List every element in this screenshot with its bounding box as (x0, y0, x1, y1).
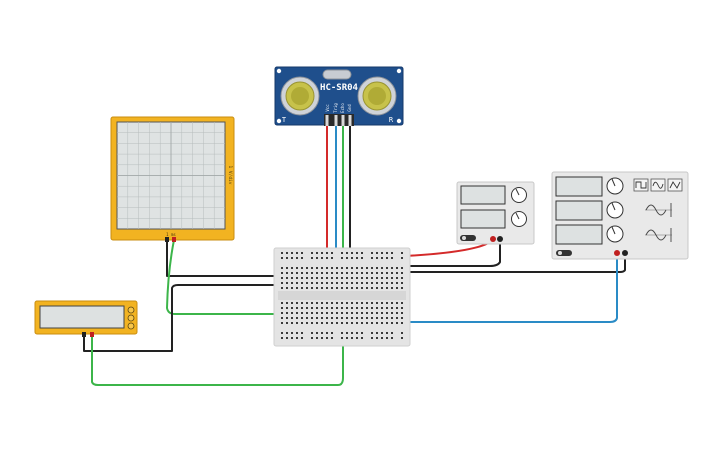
transmitter-transducer (280, 76, 320, 116)
oscilloscope-scale-label: 1 V/div (227, 166, 233, 185)
oscilloscope-time-label: 1 ms (166, 232, 176, 237)
amplitude-display (555, 200, 603, 221)
sensor-receive-mark: R (389, 116, 394, 124)
wire-meter-green[interactable] (91, 317, 344, 386)
frequency-display (555, 176, 603, 197)
voltage-display (460, 185, 506, 205)
sensor-transmit-mark: T (282, 116, 287, 124)
ultrasonic-sensor[interactable]: HC-SR04 T R Vcc Trig Echo Gnd (274, 66, 404, 126)
function-generator-negative-terminal[interactable] (622, 250, 628, 256)
sine-wave-icon (652, 181, 664, 189)
dc-power-supply[interactable] (456, 181, 535, 245)
oscilloscope-probe-red[interactable] (172, 237, 176, 242)
multimeter-mode-resistance[interactable] (127, 322, 135, 330)
breadboard-holes (281, 252, 403, 339)
amplitude-preview-wave-icon (645, 204, 667, 216)
pin-label-trig: Trig (333, 103, 338, 113)
wire-meter-black[interactable] (83, 284, 351, 352)
current-display (460, 209, 506, 229)
wire-generator-black[interactable] (344, 253, 626, 273)
square-wave-icon (635, 181, 647, 189)
oscilloscope[interactable]: 1 V/div 1 ms (110, 116, 235, 242)
offset-preview-wave-icon (645, 229, 667, 241)
multimeter-probe-black[interactable] (82, 332, 86, 337)
sensor-label: HC-SR04 (320, 83, 359, 93)
pin-label-vcc: Vcc (325, 104, 330, 112)
crystal-oscillator (322, 69, 352, 80)
multimeter-probe-red[interactable] (90, 332, 94, 337)
pin-label-echo: Echo (340, 103, 345, 113)
sensor-header-pins[interactable] (324, 114, 354, 126)
power-supply-positive-terminal[interactable] (490, 236, 496, 242)
wire-supply-black[interactable] (329, 239, 501, 267)
receiver-transducer (357, 76, 397, 116)
power-supply-negative-terminal[interactable] (497, 236, 503, 242)
function-generator-positive-terminal[interactable] (614, 250, 620, 256)
multimeter-display (39, 305, 125, 329)
breadboard-center-channel (278, 291, 406, 300)
multimeter-mode-current[interactable] (127, 314, 135, 322)
wire-generator-blue[interactable] (337, 253, 618, 323)
wires (83, 124, 626, 386)
multimeter-mode-voltage[interactable] (127, 306, 135, 314)
oscilloscope-probe-black[interactable] (165, 237, 169, 242)
triangle-wave-icon (669, 181, 681, 189)
multimeter[interactable] (34, 300, 138, 337)
offset-display (555, 224, 603, 245)
breadboard[interactable] (273, 247, 411, 347)
function-generator[interactable] (551, 171, 689, 260)
pin-label-gnd: Gnd (347, 104, 352, 112)
